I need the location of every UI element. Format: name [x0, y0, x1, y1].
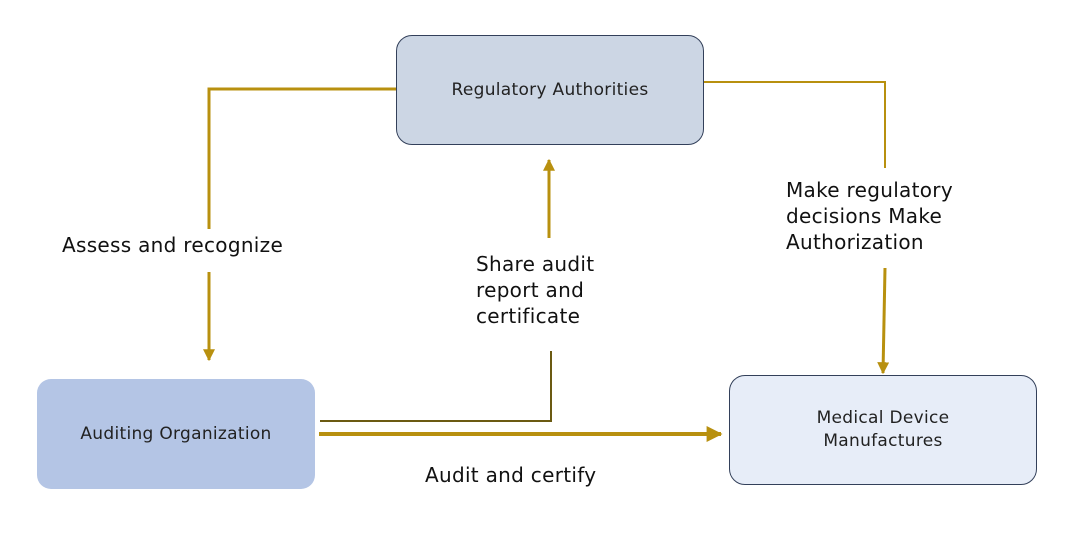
assess-connector-upper — [207, 87, 396, 229]
audit-and-certify-label: Audit and certify — [425, 463, 597, 487]
medical-device-manufacturers-node: Medical Device Manufactures — [729, 375, 1037, 485]
share-connector-lower — [320, 351, 552, 422]
regulatory-authorities-label: Regulatory Authorities — [451, 79, 649, 100]
share-audit-report-label: Share audit report and certificate — [476, 252, 595, 328]
decide-connector-upper — [704, 81, 886, 168]
regulatory-decisions-label: Make regulatory decisions Make Authoriza… — [786, 178, 953, 254]
auditing-organization-node: Auditing Organization — [37, 379, 315, 489]
decide-connector-lower — [877, 267, 890, 375]
medical-device-manufacturers-label: Medical Device Manufactures — [816, 408, 950, 451]
regulatory-authorities-node: Regulatory Authorities — [396, 35, 704, 145]
assess-and-recognize-label: Assess and recognize — [62, 233, 284, 257]
auditing-organization-label: Auditing Organization — [80, 423, 272, 444]
